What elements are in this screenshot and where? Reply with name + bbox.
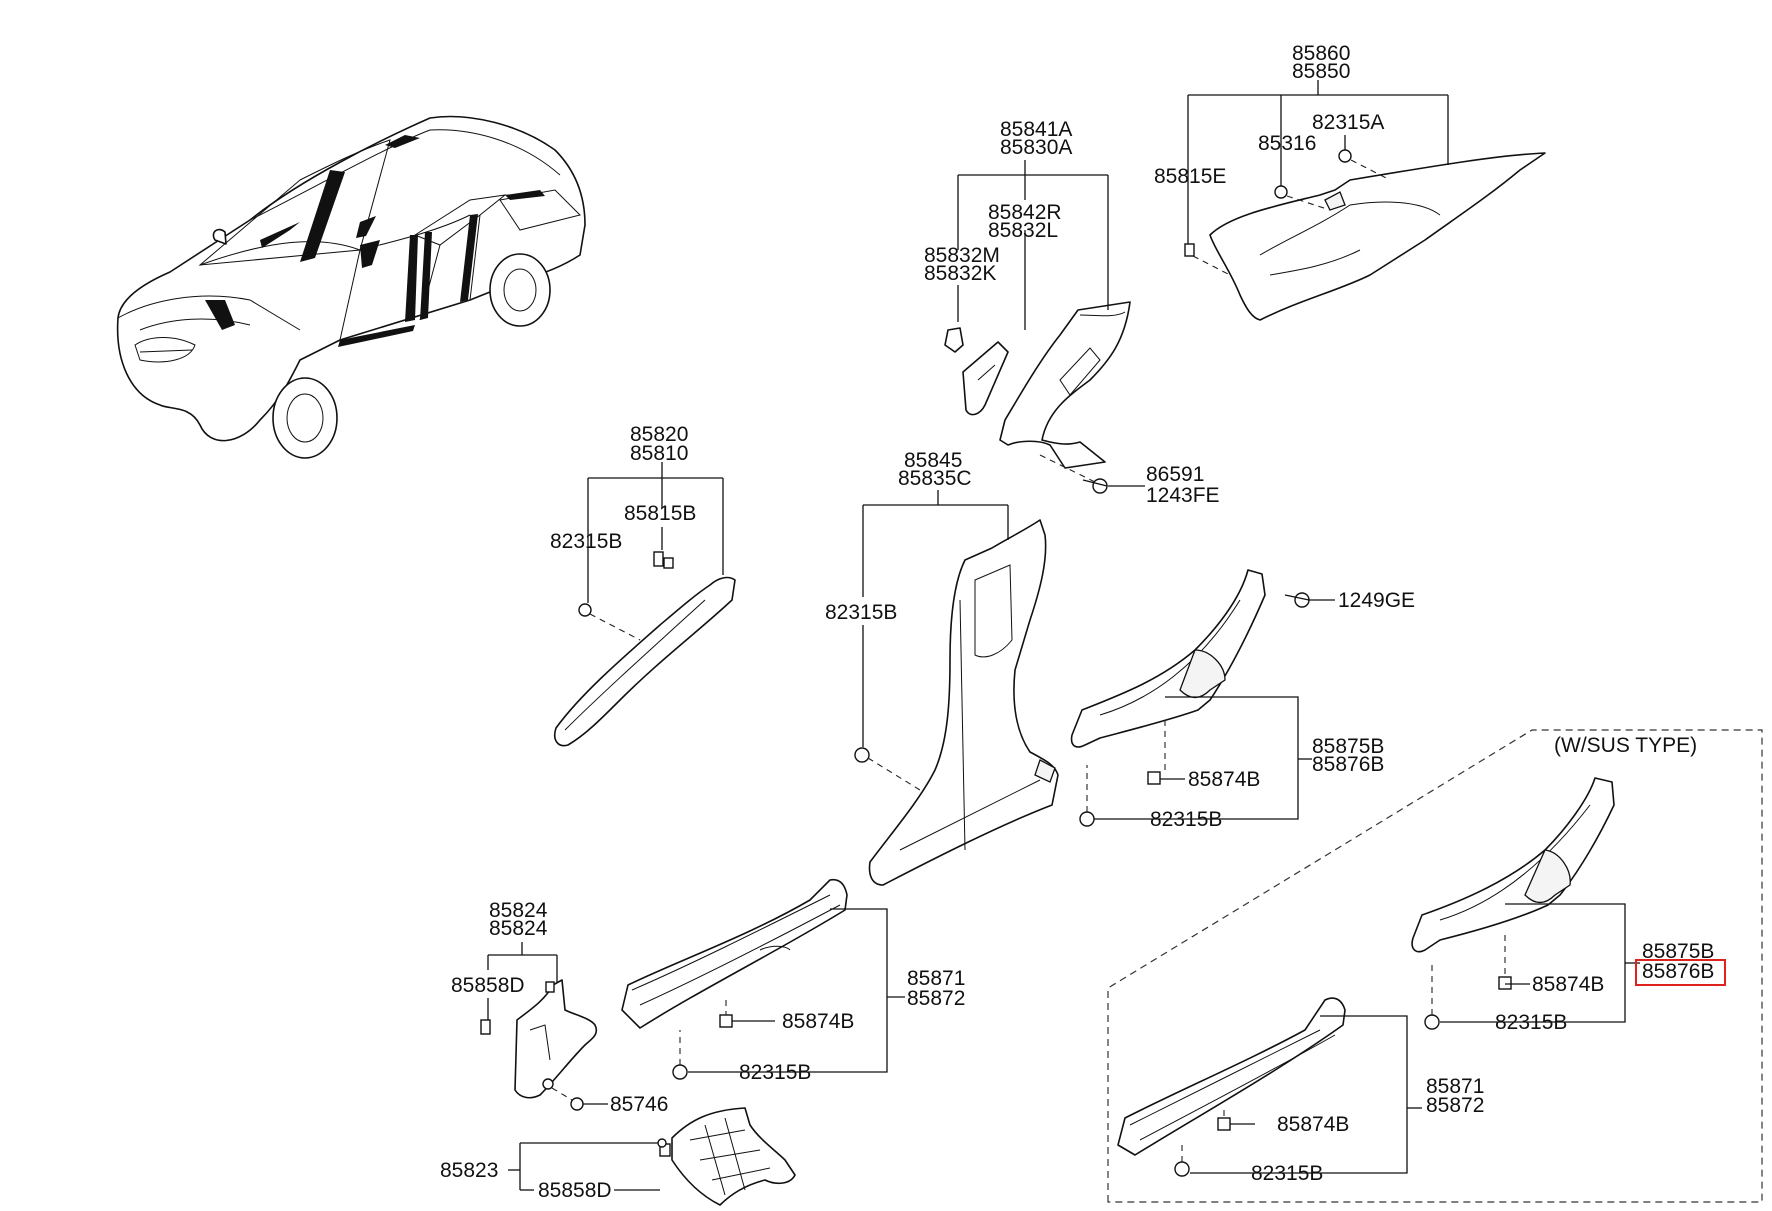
label-sus-rear-clip: 85874B (1532, 973, 1604, 996)
part-number-labels: 85860 85850 82315A 85316 85815E 85841A 8… (440, 42, 1726, 1202)
label-a-clip-b: 85815B (624, 502, 696, 525)
label-sus-type-title: (W/SUS TYPE) (1554, 734, 1697, 757)
highlight-box (1635, 959, 1726, 986)
label-cowl-clip: 85858D (538, 1179, 612, 1202)
label-c-screw-a: 86591 (1146, 463, 1204, 486)
front-door-scuff-group (621, 878, 905, 1080)
label-c-cover-l: 85832L (988, 219, 1058, 242)
label-rear-fastener: 82315B (1150, 808, 1222, 831)
kick-panel-group (480, 942, 608, 1111)
label-roof-clip: 85316 (1258, 132, 1316, 155)
label-c-pillar-lower: 85830A (1000, 136, 1072, 159)
label-cowl-part: 85823 (440, 1159, 498, 1182)
label-front-clip: 85874B (782, 1010, 854, 1033)
rear-quarter-trim-group (1184, 80, 1546, 321)
label-a-pillar-upper: 85820 (630, 423, 688, 446)
label-sus-rear-upper: 85875B (1642, 940, 1714, 963)
vehicle-illustration (116, 115, 586, 459)
label-front-scuff-upper: 85871 (907, 967, 965, 990)
label-b-pillar-lower: 85835C (898, 467, 972, 490)
b-pillar-trim-group (854, 490, 1059, 886)
label-front-scuff-lower: 85872 (907, 987, 965, 1010)
label-b-pillar-upper: 85845 (904, 449, 962, 472)
label-a-pillar-lower: 85810 (630, 442, 688, 465)
c-pillar-trim-group (944, 160, 1145, 494)
label-sus-front-upper: 85871 (1426, 1075, 1484, 1098)
rear-door-scuff-group (1070, 569, 1335, 827)
label-roof-upper: 85860 (1292, 42, 1350, 65)
label-sus-front-clip: 85874B (1277, 1113, 1349, 1136)
label-rear-clip: 85874B (1188, 768, 1260, 791)
label-sus-front-lower: 85872 (1426, 1094, 1484, 1117)
sus-type-option-group (1107, 729, 1763, 1203)
label-a-clip: 82315B (550, 530, 622, 553)
label-c-pillar-upper: 85841A (1000, 118, 1072, 141)
label-roof-lower: 85850 (1292, 60, 1350, 83)
label-kick-upper: 85824 (489, 899, 548, 922)
label-c-hook-m: 85832M (924, 244, 1000, 267)
label-c-hook-k: 85832K (924, 262, 996, 285)
label-rear-screw: 1249GE (1338, 589, 1415, 612)
label-b-clip: 82315B (825, 601, 897, 624)
label-rear-scuff-lower: 85876B (1312, 753, 1384, 776)
label-sus-rear-fastener: 82315B (1495, 1011, 1567, 1034)
label-c-screw-b: 1243FE (1146, 484, 1220, 507)
label-front-fastener: 82315B (739, 1061, 811, 1084)
label-sus-front-fastener: 82315B (1251, 1162, 1323, 1185)
label-sus-rear-lower: 85876B (1642, 960, 1714, 983)
label-kick-lower: 85824 (489, 917, 548, 940)
cowl-panel-group (508, 1107, 796, 1206)
a-pillar-trim-group (553, 462, 736, 747)
label-c-cover-r: 85842R (988, 201, 1062, 224)
label-roof-clip-a: 82315A (1312, 111, 1384, 134)
label-kick-screw: 85746 (610, 1093, 668, 1116)
label-kick-clip: 85858D (451, 974, 525, 997)
label-roof-clip-e: 85815E (1154, 165, 1226, 188)
label-rear-scuff-upper: 85875B (1312, 735, 1384, 758)
